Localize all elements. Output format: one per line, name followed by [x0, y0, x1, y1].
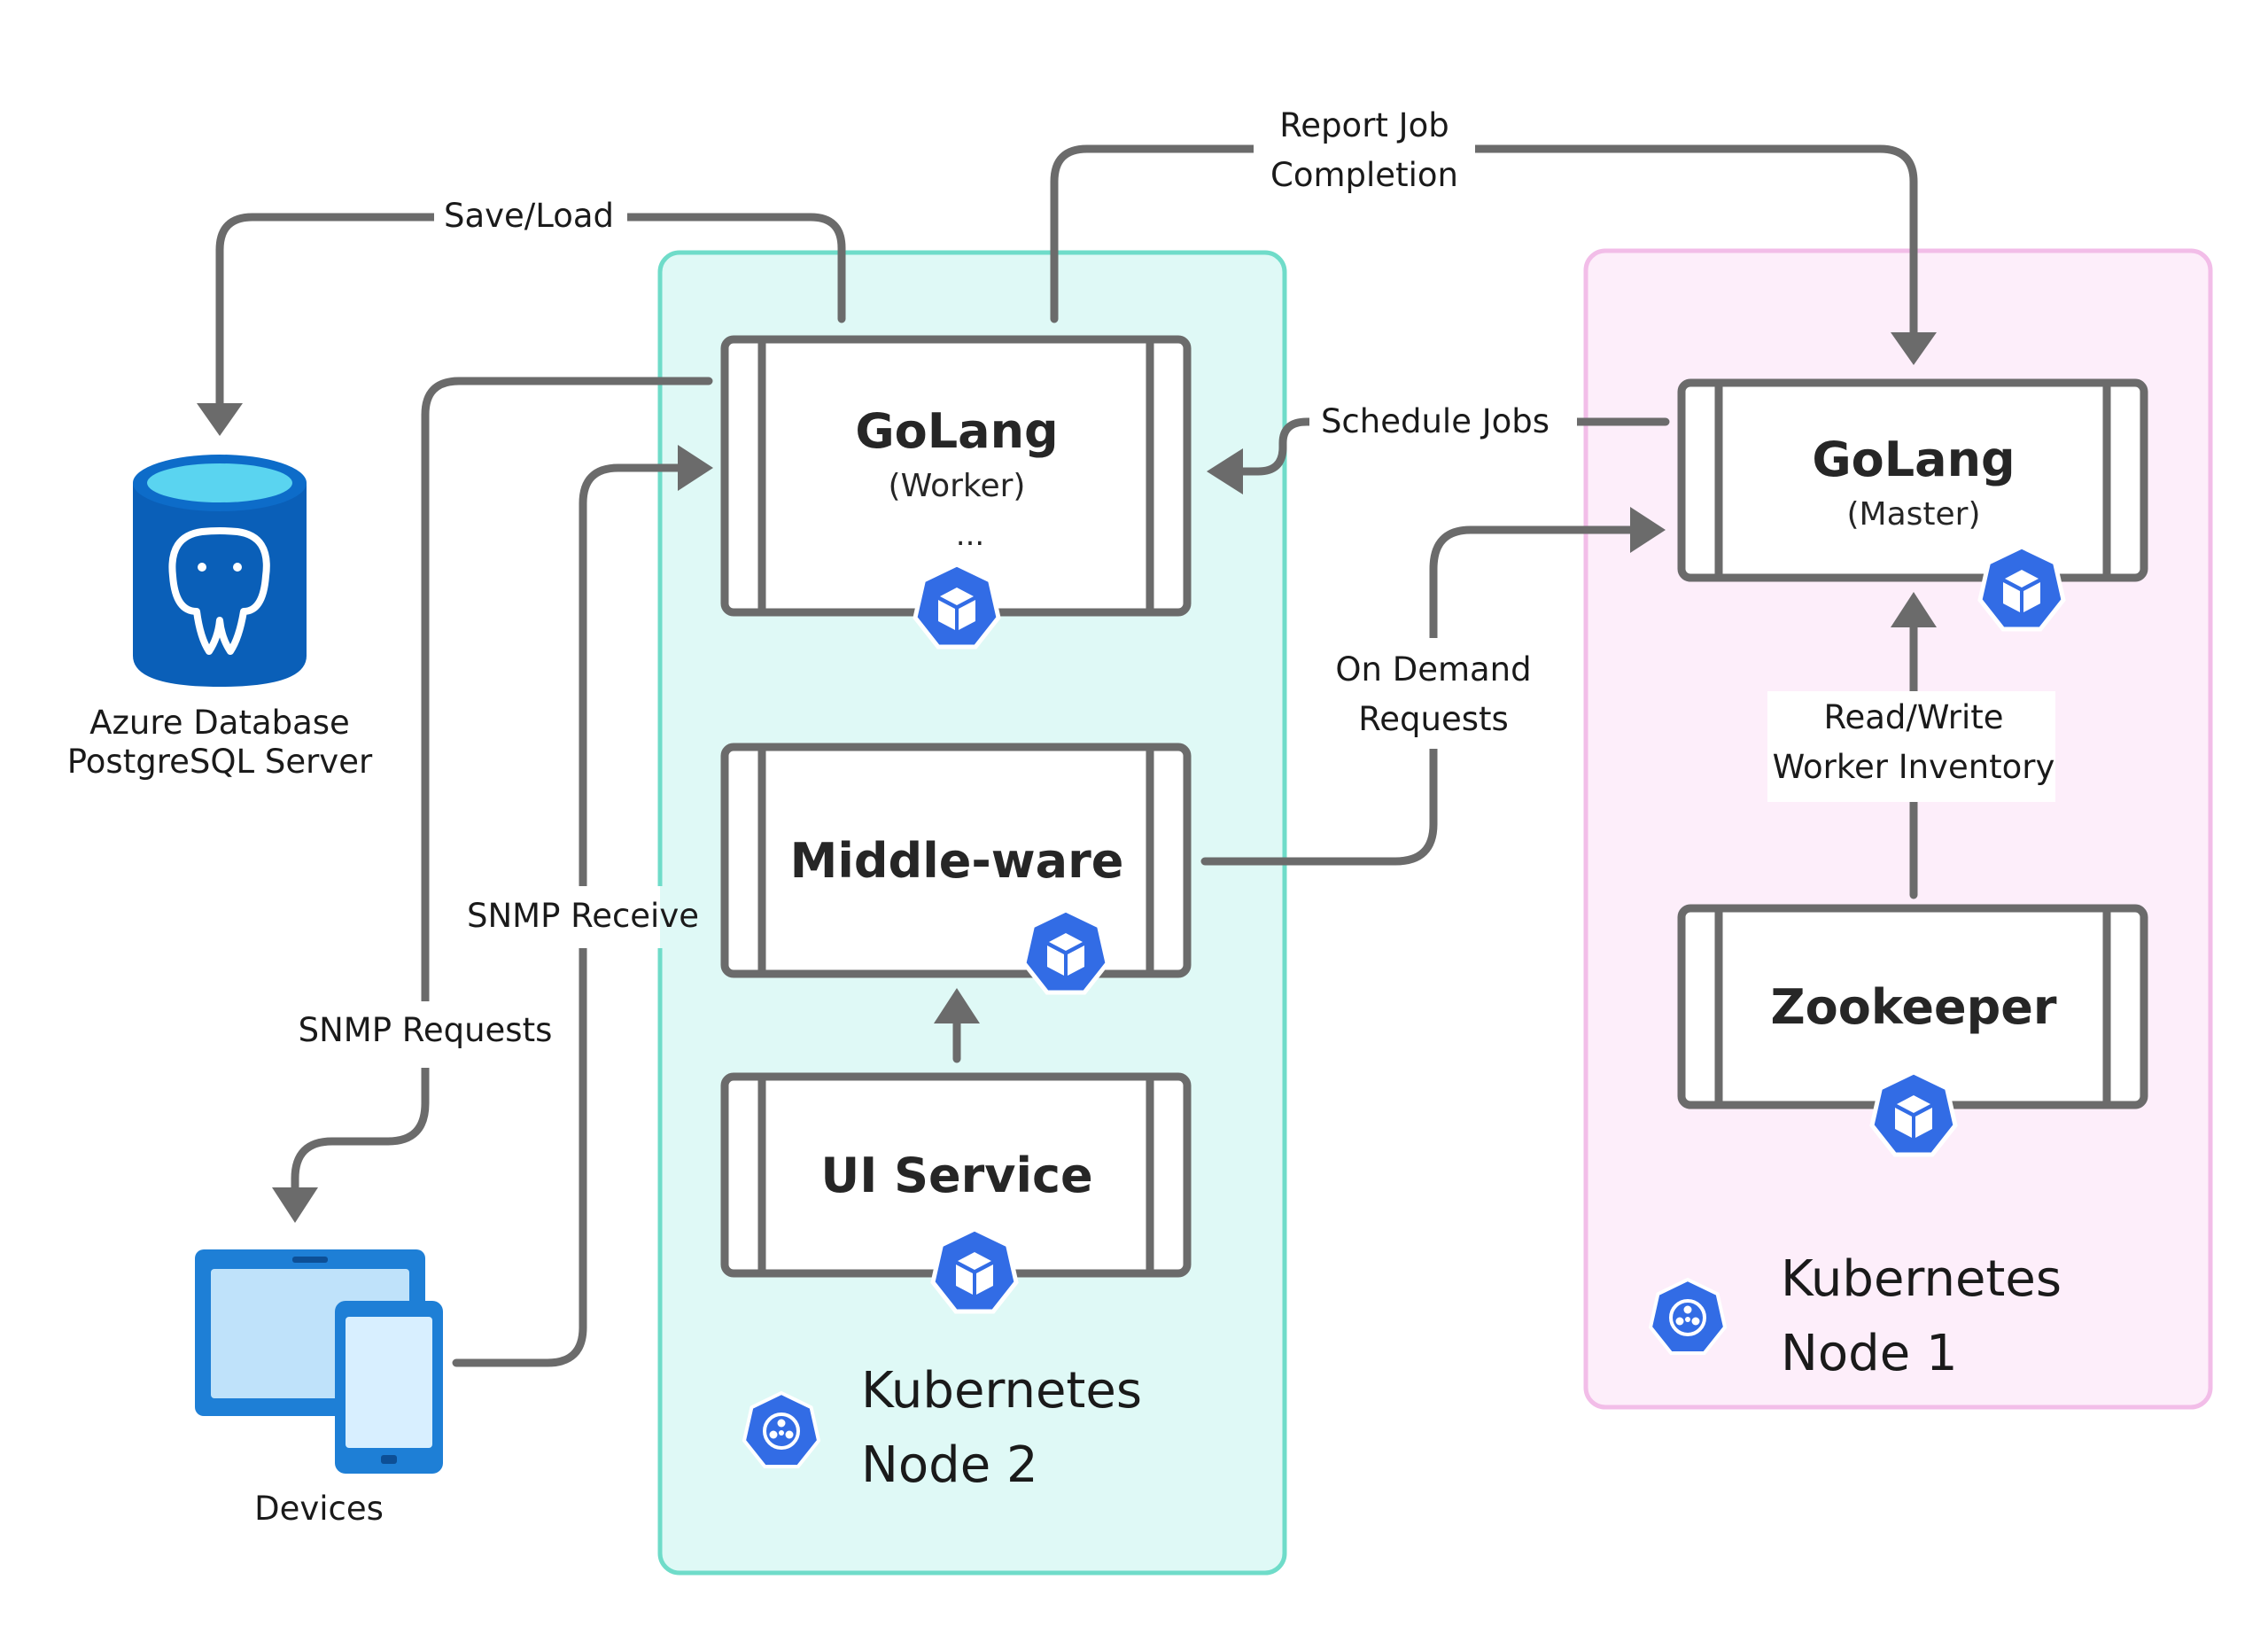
on-demand-label-line2: Requests	[1358, 700, 1509, 738]
snmp-receive-arrowhead	[678, 445, 713, 491]
devices-label: Devices	[254, 1490, 384, 1528]
ui-service-pod-icon	[933, 1229, 1016, 1311]
database-label-line1: Azure Database	[89, 704, 350, 742]
schedule-jobs-label: Schedule Jobs	[1321, 402, 1550, 440]
snmp-receive-label: SNMP Receive	[467, 897, 699, 935]
snmp-requests-connector	[291, 377, 713, 1194]
middleware-title: Middle-ware	[790, 833, 1124, 889]
read-write-arrowhead	[1891, 592, 1937, 627]
save-load-label: Save/Load	[444, 197, 614, 235]
zookeeper-pod-icon	[1872, 1072, 1955, 1155]
ui-service-title: UI Service	[820, 1148, 1092, 1203]
middleware-pod-icon	[1024, 910, 1107, 992]
save-load-arrowhead	[197, 403, 243, 436]
node1-kubernetes-icon	[1649, 1278, 1727, 1355]
middleware-box[interactable]: Middle-ware	[720, 743, 1192, 978]
node2-label-line2: Node 2	[861, 1436, 1038, 1494]
node2-kubernetes-icon	[742, 1391, 820, 1468]
worker-pod-icon	[915, 564, 998, 647]
worker-title: GoLang	[855, 403, 1058, 459]
zookeeper-title: Zookeeper	[1771, 979, 2057, 1035]
master-subtitle: (Master)	[1846, 496, 1980, 533]
read-write-label-line2: Worker Inventory	[1773, 748, 2055, 786]
report-job-arrowhead	[1891, 332, 1937, 365]
on-demand-arrowhead	[1630, 507, 1666, 553]
database-label-line2: PostgreSQL Server	[67, 743, 373, 781]
report-job-connector	[1050, 144, 1918, 339]
worker-subtitle: (Worker)	[889, 468, 1026, 504]
snmp-requests-arrowhead	[272, 1187, 318, 1223]
ui-to-middleware-arrowhead	[934, 988, 980, 1023]
save-load-connector	[215, 213, 846, 410]
master-pod-icon	[1980, 547, 2063, 629]
on-demand-label-line1: On Demand	[1335, 650, 1531, 689]
ui-service-box[interactable]: UI Service	[720, 1072, 1192, 1278]
schedule-jobs-arrowhead	[1207, 448, 1243, 494]
report-job-label-line2: Completion	[1270, 156, 1458, 194]
node2-label-line1: Kubernetes	[861, 1362, 1142, 1420]
node1-label-line1: Kubernetes	[1781, 1250, 2062, 1308]
node1-label-line2: Node 1	[1781, 1325, 1958, 1382]
schedule-jobs-connector	[1236, 417, 1670, 476]
snmp-requests-label: SNMP Requests	[299, 1011, 553, 1049]
tablet-phone-devices-icon	[195, 1249, 443, 1474]
golang-master-box[interactable]: GoLang (Master)	[1677, 378, 2148, 582]
read-write-label-line1: Read/Write	[1823, 698, 2003, 736]
report-job-label-line1: Report Job	[1279, 106, 1449, 144]
zookeeper-box[interactable]: Zookeeper	[1677, 904, 2148, 1109]
master-title: GoLang	[1812, 432, 2015, 487]
postgresql-database-icon	[133, 455, 307, 687]
golang-worker-box[interactable]: GoLang (Worker) ...	[720, 335, 1192, 617]
worker-ellipsis: ...	[956, 518, 984, 553]
